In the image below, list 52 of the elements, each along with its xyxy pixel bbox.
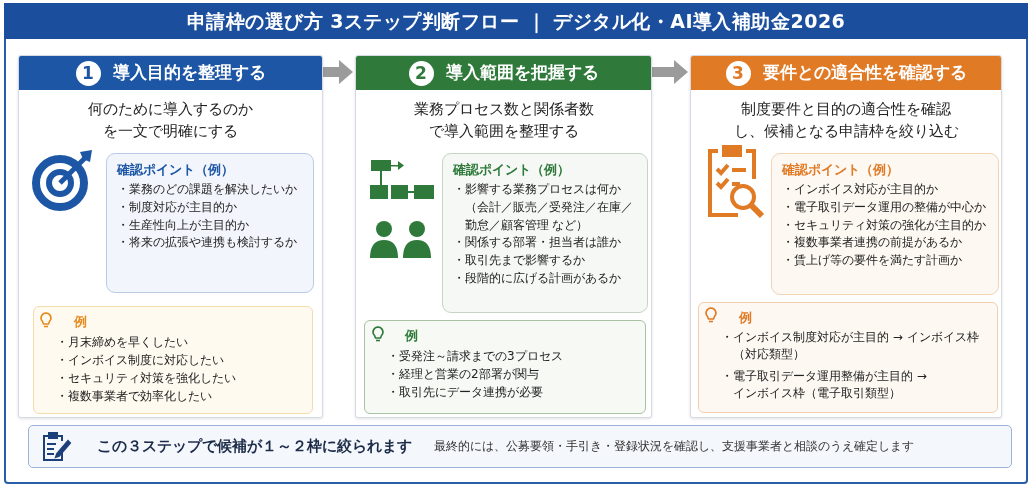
arrow [323, 60, 353, 84]
bullet-item: ・インボイス制度対応が主目的 → インボイス枠（対応類型） [721, 329, 980, 364]
example-box [698, 302, 998, 413]
step-card [18, 55, 323, 418]
checkpoint-box [106, 153, 314, 293]
checkpoint-heading: 確認ポイント（例） [117, 161, 235, 179]
bullet-item: ・複数事業者で効率化したい [56, 388, 213, 405]
bullet-item: ・賃上げ等の要件を満たす計画か [782, 252, 963, 270]
checkpoint-box [442, 153, 648, 313]
bullet-item: ・複数事業者連携の前提があるか [782, 234, 963, 252]
bullet-item: ・インボイス対応が主目的か [782, 181, 939, 198]
step-description: 制度要件と目的の適合性を確認し、候補となる申請枠を絞り込む [732, 100, 960, 141]
bullet-item: ・取引先まで影響するか [453, 252, 586, 270]
bullet-item: ・電子取引データ運用の整備が中心か [782, 198, 987, 216]
bullet-item: ・制度対応が主目的か [117, 198, 238, 216]
bullet-item: ・電子取引データ運用整備が主目的 → インボイス枠（電子取引類型） [721, 367, 928, 403]
bullet-item: ・受発注～請求までの3プロセス [387, 348, 564, 365]
bullet-item: ・取引先にデータ連携が必要 [387, 384, 544, 401]
number-badge: 2 [408, 60, 434, 86]
checkpoint-box [771, 153, 999, 295]
step-description: 業務プロセス数と関係者数で導入範囲を整理する [412, 100, 595, 141]
example-heading: 例 [739, 309, 753, 327]
bullet-item: ・段階的に広げる計画があるか [453, 270, 622, 288]
bullet-item: ・関係する部署・担当者は誰か [453, 234, 622, 252]
example-heading: 例 [405, 327, 419, 345]
arrow [652, 60, 688, 84]
step-title: 導入目的を整理する [112, 62, 266, 84]
bullet-item: ・業務のどの課題を解決したいか [117, 181, 298, 198]
step-description: 何のために導入するのかを一文で明確にする [87, 100, 254, 141]
checkpoint-heading: 確認ポイント（例） [453, 161, 571, 179]
number-badge: 1 [75, 60, 101, 86]
bullet-item: ・セキュリティ対策の強化が主目的か [782, 216, 987, 234]
bullet-item: ・セキュリティ対策を強化したい [56, 370, 237, 387]
note-text: 最終的には、公募要領・手引き・登録状況を確認し、支援事業者と相談のうえ確定します [434, 438, 914, 455]
step-title: 導入範囲を把握する [445, 62, 599, 84]
summary-text: この３ステップで候補が１～２枠に絞られます [97, 437, 412, 456]
bullet-item: ・生産性向上が主目的か [117, 216, 250, 234]
step-title: 要件との適合性を確認する [762, 62, 967, 84]
bullet-item: ・経理と営業の2部署が関与 [387, 366, 540, 383]
step-card [690, 55, 1002, 418]
example-heading: 例 [74, 313, 88, 331]
title-bar: 申請枠の選び方 3ステップ判断フロー ｜ デジタル化・AI導入補助金2026 [4, 3, 1028, 39]
example-box [33, 306, 313, 414]
checkpoint-heading: 確認ポイント（例） [782, 161, 900, 179]
summary-bar [28, 425, 1012, 468]
bullet-item: ・将来の拡張や連携も検討するか [117, 234, 298, 252]
number-badge: 3 [725, 60, 751, 86]
bullet-item: ・影響する業務プロセスは何か（会計／販売／受発注／在庫／勤怠／顧客管理 など） [453, 181, 634, 234]
example-box [364, 320, 646, 414]
bullet-item: ・月末締めを早くしたい [56, 334, 189, 351]
bullet-item: ・インボイス制度に対応したい [56, 352, 225, 369]
step-card [355, 55, 652, 418]
